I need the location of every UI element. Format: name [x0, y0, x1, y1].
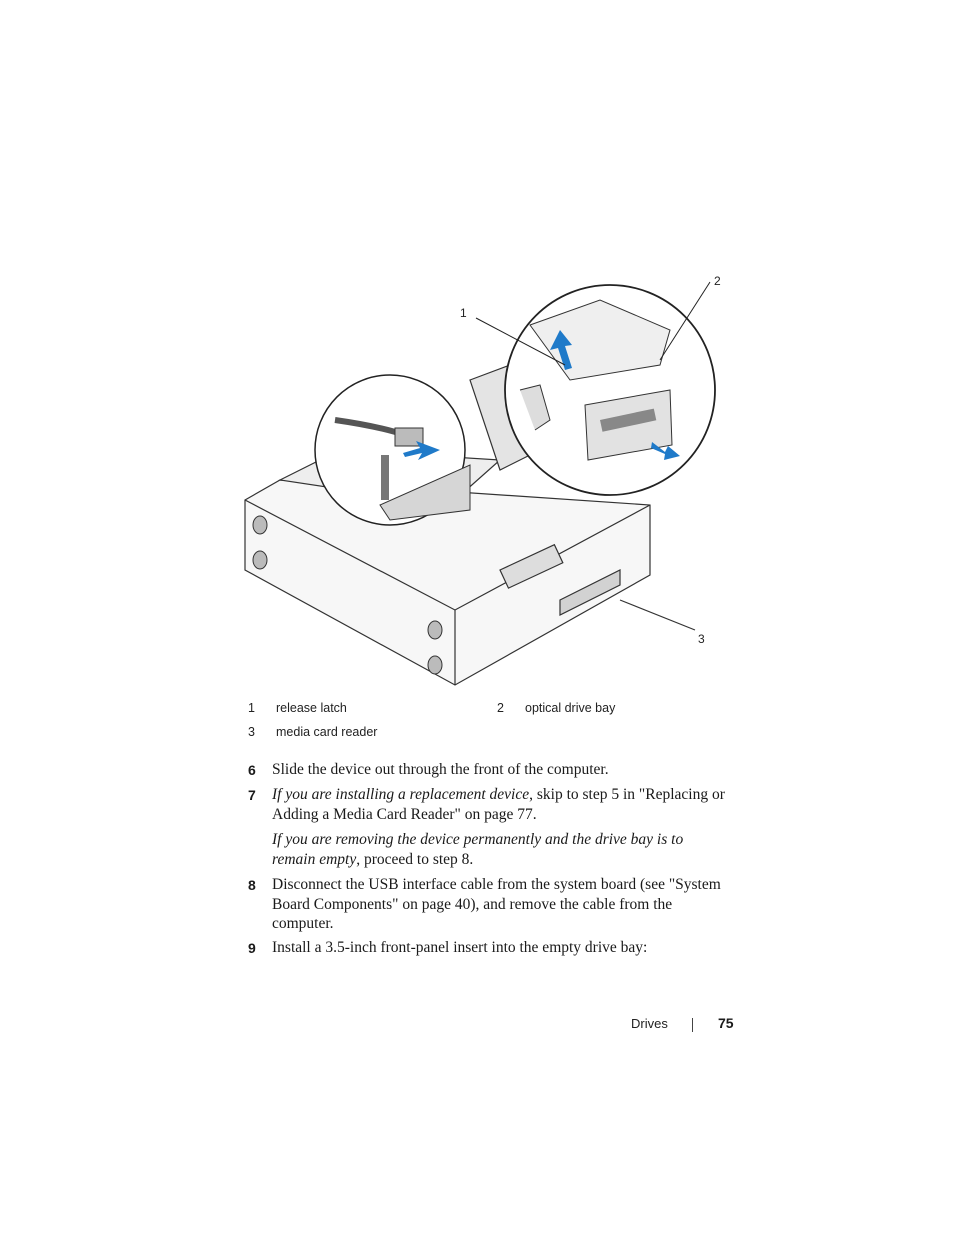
chassis-screws: [252, 515, 443, 675]
page-number: 75: [718, 1015, 734, 1031]
callout-lines: [475, 281, 711, 366]
step-7-alternate: If you are removing the device permanent…: [272, 830, 728, 869]
step-number: 6: [248, 762, 256, 778]
legend-label-3: media card reader: [276, 725, 378, 739]
drive-detail-circle: [504, 284, 716, 496]
legend-label-2: optical drive bay: [525, 701, 616, 715]
arrow-icon: [550, 330, 572, 370]
callout-2: 2: [714, 274, 721, 288]
callout-3: 3: [698, 632, 705, 646]
arrow-icon: [403, 441, 440, 460]
legend-num-3: 3: [248, 725, 255, 739]
legend-num-2: 2: [497, 701, 504, 715]
footer-section: Drives: [631, 1016, 668, 1031]
step-text: Install a 3.5-inch front-panel insert in…: [272, 939, 648, 956]
illustration: 1 2 3: [240, 270, 740, 690]
step-7-condition: If you are installing a replacement devi…: [272, 786, 530, 803]
step-7-instruction: , skip to step 5 in "Replacing or Adding…: [272, 786, 725, 823]
step-number: 7: [248, 787, 256, 803]
computer-chassis-illustration: [244, 281, 716, 686]
step-7-alt-instruction: , proceed to step 8.: [356, 850, 474, 868]
step-number: 9: [248, 940, 256, 956]
arrow-icon: [651, 442, 680, 460]
step-7-alt-condition: If you are removing the device permanent…: [272, 831, 684, 868]
cable-detail-circle: [314, 374, 471, 526]
step-text: Disconnect the USB interface cable from …: [272, 876, 721, 932]
step-number: 8: [248, 877, 256, 893]
legend-num-1: 1: [248, 701, 255, 715]
callout-1: 1: [460, 306, 467, 320]
step-text: If you are installing a replacement devi…: [272, 785, 728, 869]
footer-divider: [692, 1018, 693, 1032]
step-text: Slide the device out through the front o…: [272, 761, 609, 778]
legend-label-1: release latch: [276, 701, 347, 715]
